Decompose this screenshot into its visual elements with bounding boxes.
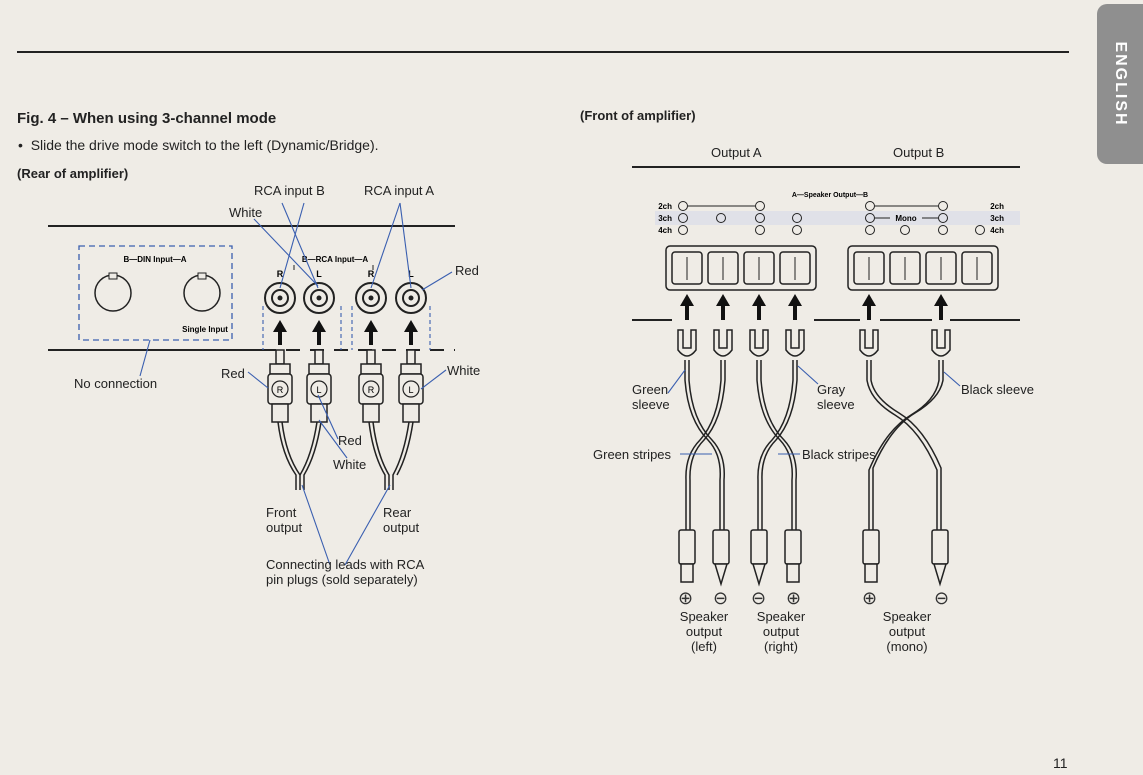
top-rule — [17, 51, 1069, 53]
terminal-highlight — [655, 211, 1020, 225]
polarity-minus-1: ⊖ — [713, 588, 729, 608]
insert-arrows — [273, 320, 418, 345]
speaker-output-right: Speaker output (right) — [755, 609, 807, 654]
row-label-right-2: 3ch — [990, 214, 1004, 223]
rca-jack-3 — [355, 282, 387, 314]
language-tab[interactable]: ENGLISH — [1097, 4, 1143, 164]
terminal-block-b — [847, 245, 999, 291]
jack-letter-4: L — [408, 269, 414, 279]
terminal-header: A—Speaker Output—B — [792, 192, 868, 199]
speaker-wires — [684, 360, 944, 530]
green-sleeve-label: Green sleeve — [632, 382, 670, 412]
rca-plugs — [267, 349, 424, 423]
green-stripes-label: Green stripes — [593, 447, 672, 462]
polarity-minus-3: ⊖ — [934, 588, 950, 608]
rear-output-line1: Rear — [383, 505, 412, 520]
plug-letter-4: L — [408, 385, 413, 395]
single-input-label: Single Input — [182, 325, 228, 334]
bullet-dot: • — [18, 137, 31, 153]
din-socket-b — [94, 274, 132, 312]
din-socket-a — [183, 274, 221, 312]
connecting-leads-label: Connecting leads with RCA pin plugs (sol… — [266, 557, 424, 587]
speaker-connectors — [678, 529, 949, 587]
polarity-plus-3: ⊕ — [862, 588, 878, 608]
rca-input-b-label: RCA input B — [254, 183, 325, 198]
white-top-label: White — [229, 205, 263, 220]
row-label-left-1: 2ch — [658, 202, 672, 211]
rca-input-label: B—RCA Input—A — [302, 255, 369, 264]
front-amplifier-diagram: A—Speaker Output—B 2ch 3ch 4ch 2ch 3ch 4… — [632, 192, 1020, 587]
speaker-left-line3: (left) — [691, 639, 717, 654]
white-right-label: White — [447, 363, 481, 378]
front-output-label: Front output — [266, 505, 302, 535]
plug-letter-2: L — [316, 385, 321, 395]
rca-cables — [277, 421, 414, 490]
figure-title: Fig. 4 – When using 3-channel mode — [17, 110, 277, 127]
speaker-left-line2: output — [685, 624, 723, 639]
row-label-left-2: 3ch — [658, 214, 672, 223]
speaker-mono-line1: Speaker — [882, 609, 932, 624]
jack-letter-3: R — [368, 269, 375, 279]
front-output-line1: Front — [266, 505, 297, 520]
red-left-label: Red — [221, 366, 245, 381]
rca-jack-4 — [395, 282, 427, 314]
speaker-right-line2: output — [762, 624, 800, 639]
speaker-left-line1: Speaker — [679, 609, 729, 624]
bullet-line: • Slide the drive mode switch to the lef… — [18, 137, 379, 153]
red-mid-label: Red — [338, 433, 362, 448]
bullet-text: Slide the drive mode switch to the left … — [30, 137, 379, 153]
speaker-mono-line3: (mono) — [886, 639, 928, 654]
jack-letter-1: R — [277, 269, 284, 279]
polarity-minus-2: ⊖ — [751, 588, 767, 608]
gray-sleeve-line1: Gray — [817, 382, 846, 397]
speaker-right-line1: Speaker — [756, 609, 806, 624]
output-a-label: Output A — [711, 145, 762, 160]
speaker-output-left: Speaker output (left) — [679, 609, 729, 654]
front-panel-top-rule — [632, 166, 1020, 168]
row-label-right-1: 2ch — [990, 202, 1004, 211]
din-input-label: B—DIN Input—A — [123, 255, 186, 264]
spade-lugs — [677, 329, 951, 357]
output-b-label: Output B — [893, 145, 945, 160]
row-label-left-3: 4ch — [658, 226, 672, 235]
plug-letter-1: R — [277, 385, 284, 395]
speaker-right-line3: (right) — [764, 639, 798, 654]
gray-sleeve-label: Gray sleeve — [817, 382, 855, 412]
row-label-right-3: 4ch — [990, 226, 1004, 235]
rear-output-label: Rear output — [383, 505, 419, 535]
din-input-box — [78, 245, 233, 341]
connecting-leads-line2: pin plugs (sold separately) — [266, 572, 418, 587]
polarity-plus-2: ⊕ — [786, 588, 802, 608]
black-sleeve-label: Black sleeve — [961, 382, 1034, 397]
page-number: 11 — [1053, 755, 1068, 771]
black-stripes-label: Black stripes — [802, 447, 876, 462]
jack-letter-2: L — [316, 269, 322, 279]
green-sleeve-line2: sleeve — [632, 397, 670, 412]
rca-jack-2 — [303, 282, 335, 314]
front-insert-arrows — [680, 294, 948, 320]
gray-sleeve-line2: sleeve — [817, 397, 855, 412]
plug-letter-3: R — [368, 385, 375, 395]
language-tab-label: ENGLISH — [1112, 41, 1129, 127]
rca-input-a-label: RCA input A — [364, 183, 435, 198]
rear-subtitle: (Rear of amplifier) — [17, 166, 129, 181]
front-output-line2: output — [266, 520, 303, 535]
no-connection-label: No connection — [74, 376, 158, 391]
polarity-plus-1: ⊕ — [678, 588, 694, 608]
mono-label: Mono — [895, 214, 916, 223]
terminal-block-a — [665, 245, 817, 291]
speaker-output-mono: Speaker output (mono) — [880, 609, 934, 654]
rear-amplifier-diagram: B—DIN Input—A Single Input B—RCA Input—A… — [48, 202, 455, 566]
red-right-label: Red — [455, 263, 479, 278]
rca-jack-1 — [264, 282, 296, 314]
front-subtitle: (Front of amplifier) — [580, 108, 696, 123]
speaker-mono-line2: output — [888, 624, 926, 639]
green-sleeve-line1: Green — [632, 382, 669, 397]
rear-output-line2: output — [383, 520, 420, 535]
white-mid-label: White — [333, 457, 367, 472]
connecting-leads-line1: Connecting leads with RCA — [266, 557, 425, 572]
